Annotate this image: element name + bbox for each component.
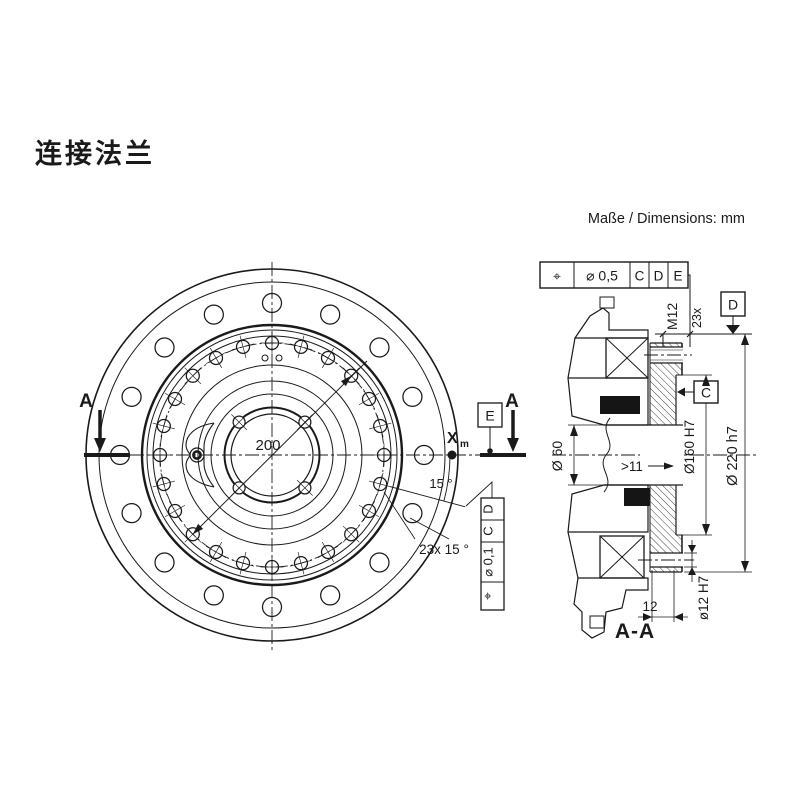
fcf-front: D C ⌀ 0,1 ⌖ xyxy=(465,480,505,611)
fcf-front-datum1: C xyxy=(481,526,496,535)
fcf-front-tolerance: ⌀ 0,1 xyxy=(481,547,496,577)
datum-e-label: E xyxy=(485,408,494,424)
outer-bolt-holes xyxy=(109,292,435,618)
cut-label-right: A xyxy=(505,391,519,412)
thread-label: M12 xyxy=(664,303,680,330)
bearing-bottom xyxy=(599,535,645,579)
section-cut-line: A A xyxy=(79,391,526,457)
dim-od-label: Ø 220 h7 xyxy=(725,426,741,486)
break-line xyxy=(602,417,611,493)
fcf-section-datum1: C xyxy=(635,269,645,284)
datum-d: D xyxy=(720,291,746,334)
dim-register-label: Ø160 H7 xyxy=(682,420,697,474)
dim-dowel: ø12 H7 xyxy=(684,540,711,620)
fcf-front-datum2: D xyxy=(481,504,496,513)
dim-bore: Ø 60 xyxy=(549,424,640,486)
dim-dowel-label: ø12 H7 xyxy=(696,576,711,620)
datum-e: E xyxy=(477,402,503,454)
x-marker-label: X xyxy=(447,430,458,447)
x-marker-sub: m xyxy=(460,439,469,450)
dim-200: 200 xyxy=(192,360,368,535)
fcf-section: ⌖ ⌀ 0,5 C D E xyxy=(539,261,691,347)
dim-200-label: 200 xyxy=(255,437,280,454)
dim-od: Ø 220 h7 xyxy=(684,334,752,573)
units-note: Maße / Dimensions: mm xyxy=(588,211,745,227)
datum-c: C xyxy=(677,380,719,404)
bearing-top xyxy=(605,337,649,379)
angle-label: 15 ° xyxy=(429,476,452,491)
cut-label-left: A xyxy=(79,391,93,412)
dim-hole-depth-label: 12 xyxy=(642,599,657,614)
datum-c-label: C xyxy=(701,385,711,401)
pattern-count-label: 23x 15 ° xyxy=(419,542,469,557)
pattern-note: 23x 15 ° xyxy=(383,491,469,557)
section-title: A-A xyxy=(615,620,655,643)
dim-bore-label: Ø 60 xyxy=(549,441,565,472)
dowel-hole-section xyxy=(638,552,694,568)
fcf-section-tolerance: ⌀ 0,5 xyxy=(586,268,618,284)
pin-port-detail xyxy=(185,422,215,488)
section-view: ⌖ ⌀ 0,5 C D E M12 23x D xyxy=(539,261,758,643)
front-view: A A X m E 200 15 ° xyxy=(79,262,526,650)
position-symbol: ⌖ xyxy=(553,268,561,284)
thread-callout: M12 23x xyxy=(655,303,752,347)
m12-hole-section xyxy=(644,346,692,364)
dim-depth-label: >11 xyxy=(621,459,643,474)
position-symbol: ⌖ xyxy=(480,592,496,600)
datum-d-label: D xyxy=(728,297,738,313)
dim-register: Ø160 H7 C xyxy=(677,374,719,536)
fcf-section-datum2: D xyxy=(654,269,664,284)
page-title: 连接法兰 xyxy=(35,138,155,169)
thread-count-label: 23x xyxy=(690,307,704,328)
dim-hole-depth: 12 xyxy=(638,570,688,622)
housing-section xyxy=(567,296,650,639)
dim-15deg: 15 ° xyxy=(389,454,466,508)
m12-thread-holes xyxy=(148,331,396,579)
fcf-section-datum3: E xyxy=(673,269,682,284)
dim-depth: >11 xyxy=(621,459,674,474)
